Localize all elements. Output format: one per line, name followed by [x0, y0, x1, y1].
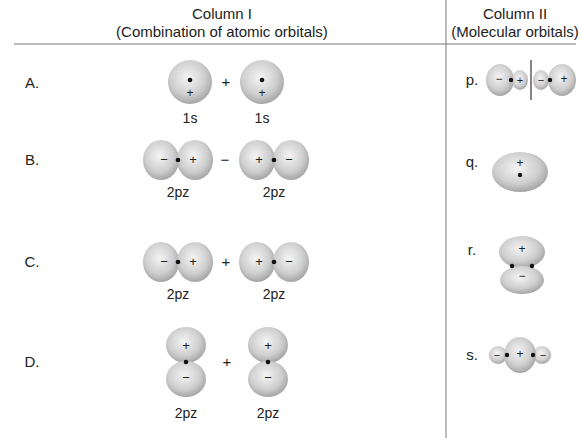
- option-letter: q.: [466, 154, 479, 171]
- orbital-name: 2pz: [175, 406, 198, 421]
- option-letter: s.: [466, 347, 478, 364]
- phase-sign: +: [518, 243, 525, 256]
- phase-sign: −: [540, 349, 546, 361]
- phase-sign: +: [182, 339, 190, 353]
- row-letter: C.: [25, 254, 40, 271]
- phase-sign: −: [538, 74, 544, 86]
- phase-sign: −: [494, 349, 500, 361]
- sigma-orbital: [489, 337, 551, 373]
- phase-sign: −: [264, 371, 272, 385]
- phase-sign: +: [516, 157, 523, 170]
- orbital-name: 2pz: [263, 185, 286, 200]
- p-orbital: [143, 242, 309, 282]
- phase-sign: −: [495, 73, 502, 86]
- orbital-name: 2pz: [263, 287, 286, 302]
- column-heading: (Combination of atomic orbitals): [116, 24, 328, 41]
- phase-sign: −: [160, 153, 168, 167]
- row-letter: D.: [25, 354, 40, 371]
- phase-sign: +: [516, 348, 523, 361]
- row-letter: A.: [25, 75, 39, 92]
- p-orbital: [166, 327, 288, 397]
- header-rule: [14, 44, 576, 45]
- phase-sign: −: [518, 270, 525, 283]
- phase-sign: +: [264, 339, 272, 353]
- phase-sign: −: [285, 255, 293, 269]
- option-letter: p.: [466, 72, 479, 89]
- column-heading: (Molecular orbitals): [451, 24, 579, 41]
- p-orbital: [143, 140, 309, 180]
- operator: +: [222, 74, 231, 91]
- sigma-orbital: [492, 152, 548, 192]
- orbital-name: 2pz: [167, 287, 190, 302]
- operator: +: [222, 254, 231, 271]
- phase-sign: −: [182, 371, 190, 385]
- orbital-name: 1s: [255, 111, 270, 126]
- phase-sign: +: [189, 255, 197, 269]
- phase-sign: +: [186, 87, 193, 100]
- operator: +: [223, 354, 232, 371]
- operator: −: [221, 152, 230, 169]
- orbital-name: 1s: [183, 111, 198, 126]
- phase-sign: +: [258, 87, 265, 100]
- orbital-name: 2pz: [167, 185, 190, 200]
- option-letter: r.: [468, 242, 476, 259]
- phase-sign: +: [255, 255, 263, 269]
- orbital-name: 2pz: [257, 406, 280, 421]
- column-divider: [446, 0, 447, 438]
- phase-sign: −: [160, 255, 168, 269]
- column-heading: Column I: [192, 6, 252, 23]
- phase-sign: +: [517, 74, 523, 86]
- phase-sign: −: [285, 153, 293, 167]
- s-orbital: [168, 60, 284, 104]
- column-heading: Column II: [483, 6, 547, 23]
- sigma-star-orbital: [486, 60, 576, 100]
- phase-sign: +: [189, 153, 197, 167]
- phase-sign: +: [255, 153, 263, 167]
- pi-orbital: [499, 236, 545, 294]
- row-letter: B.: [25, 152, 39, 169]
- phase-sign: +: [560, 73, 567, 86]
